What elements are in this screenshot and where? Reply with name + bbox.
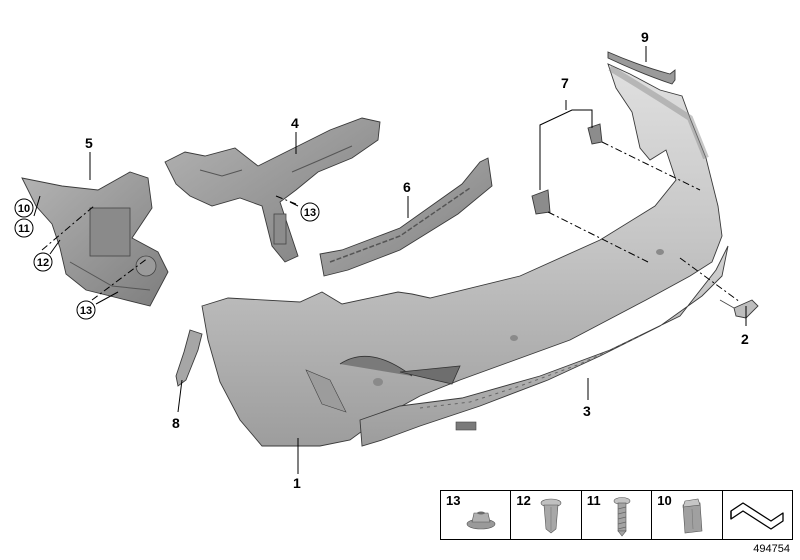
reflector-part-8 — [175, 329, 203, 387]
legend-number: 11 — [586, 493, 601, 508]
legend-item-13: 13 — [441, 491, 512, 539]
diagram-number: 494754 — [753, 543, 790, 555]
screw-icon — [613, 497, 631, 537]
clip-nut-icon — [682, 498, 703, 534]
callout-2: 2 — [741, 331, 749, 347]
callout-9: 9 — [641, 29, 649, 45]
callout-5: 5 — [85, 135, 93, 151]
callout-1: 1 — [293, 475, 301, 491]
bracket-part-4 — [164, 117, 381, 263]
bracket-part-5 — [21, 171, 169, 307]
trim-part-9 — [607, 51, 676, 85]
bracket-part-7 — [531, 123, 603, 215]
bumper-cover-part-1 — [201, 63, 723, 447]
callout-labels: 1 2 3 4 5 6 7 8 9 — [85, 29, 749, 491]
circled-callout-11: 11 — [18, 223, 30, 235]
assembly-lines — [41, 141, 741, 303]
legend-number: 12 — [516, 493, 531, 508]
carrier-part-6 — [319, 157, 493, 277]
callout-7: 7 — [561, 75, 569, 91]
callout-4: 4 — [291, 115, 299, 131]
circled-callout-10: 10 — [18, 203, 30, 215]
diffuser-part-3 — [359, 245, 729, 447]
callout-3: 3 — [583, 403, 591, 419]
circled-callouts: 10 11 12 13 13 — [14, 198, 320, 320]
fastener-legend: 13 12 11 10 — [440, 490, 793, 540]
expanding-rivet-icon — [541, 498, 562, 534]
cap-part-2 — [719, 299, 759, 319]
legend-item-11: 11 — [582, 491, 653, 539]
callout-6: 6 — [403, 179, 411, 195]
legend-item-bracket-symbol — [723, 491, 792, 539]
legend-item-10: 10 — [652, 491, 723, 539]
leader-lines — [33, 46, 747, 474]
circled-callout-13-left: 13 — [80, 305, 92, 317]
callout-8: 8 — [172, 415, 180, 431]
collar-nut-icon — [466, 511, 496, 530]
legend-number: 10 — [657, 493, 672, 508]
legend-number: 13 — [446, 493, 461, 508]
bracket-symbol-icon — [729, 502, 784, 530]
circled-callout-12: 12 — [37, 257, 49, 269]
legend-item-12: 12 — [511, 491, 582, 539]
circled-callout-13-center: 13 — [304, 207, 316, 219]
